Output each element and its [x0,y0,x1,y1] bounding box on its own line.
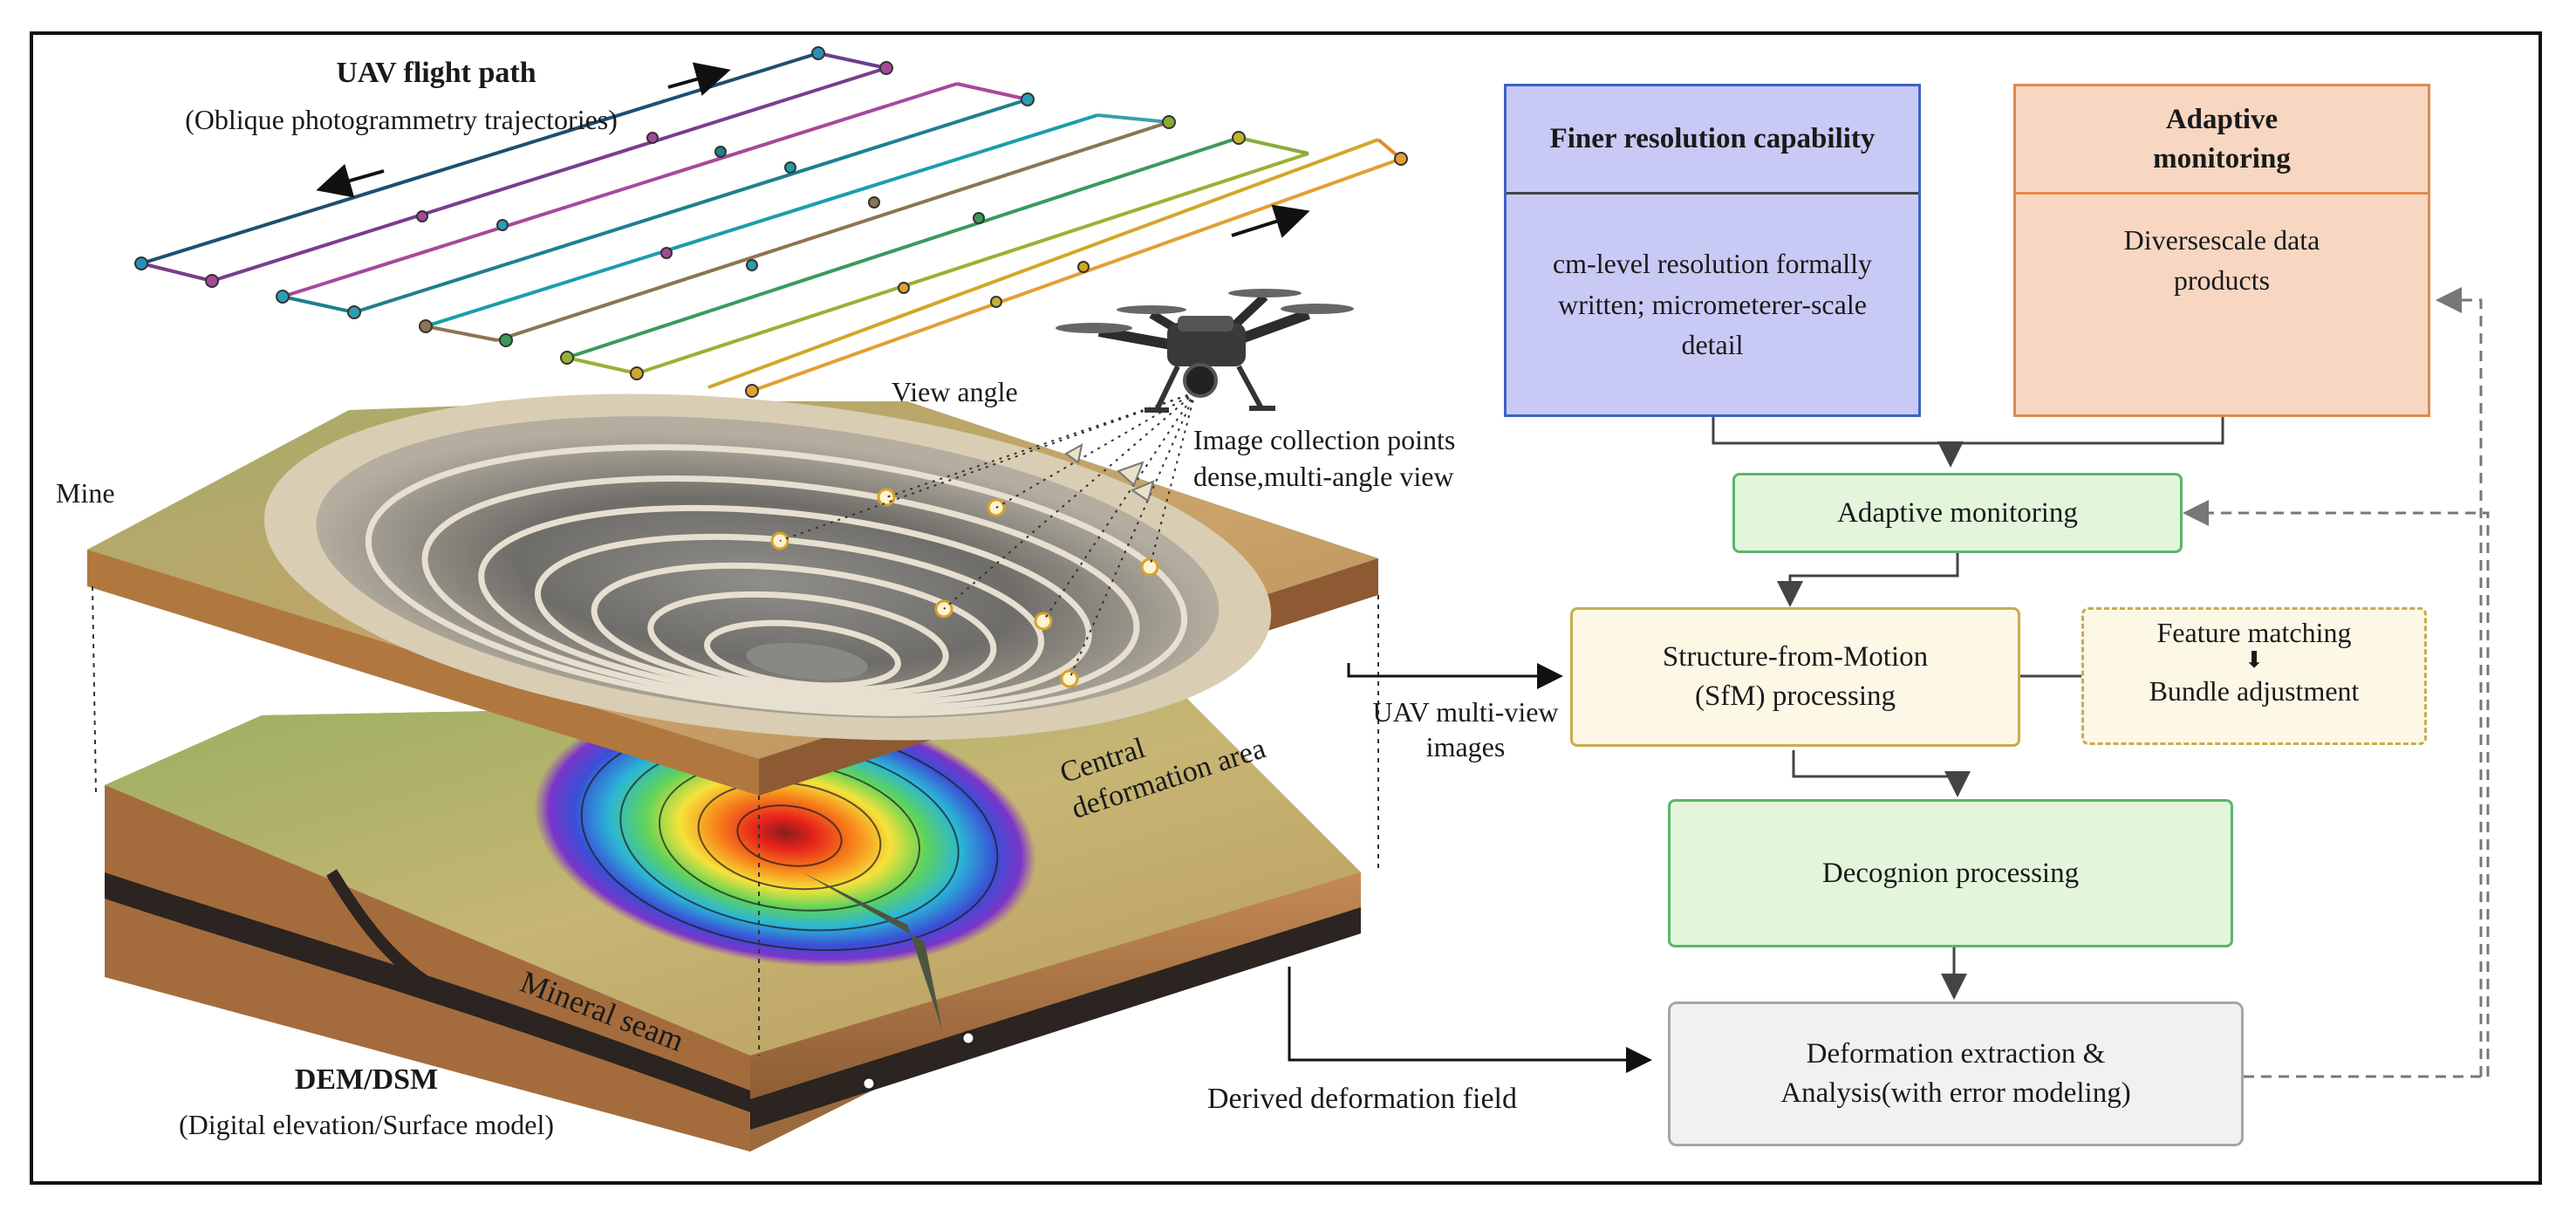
feature-bundle-box[interactable]: Feature matching ⬇ Bundle adjustment [2081,607,2427,745]
view-rays [779,392,1196,680]
finer-resolution-box[interactable]: Finer resolution capability cm-level res… [1504,84,1921,417]
adaptive-monitoring-top-header: Adaptive monitoring [2016,86,2428,195]
mine-block [87,393,1378,796]
sfm-processing-box[interactable]: Structure-from-Motion (SfM) processing [1570,607,2020,747]
adaptive-monitoring-box[interactable]: Adaptive monitoring [1732,473,2183,553]
flight-path-title: UAV flight path [336,57,536,89]
camera-cone-icon [1064,443,1155,503]
uav-images-label: UAV multi-view images [1372,696,1559,762]
dem-block [105,698,1361,1152]
deformation-extraction-box[interactable]: Deformation extraction & Analysis(with e… [1668,1002,2244,1146]
bundle-adjustment-label: Bundle adjustment [2149,675,2360,707]
decognion-processing-box[interactable]: Decognion processing [1668,799,2233,947]
input-arrow [1288,663,1652,1073]
adaptive-monitoring-top-box[interactable]: Adaptive monitoring Diversescale data pr… [2013,84,2430,417]
flight-path-subtitle: (Oblique photogrammetry trajectories) [185,104,618,135]
dem-title: DEM/DSM [294,1063,439,1096]
projection-lines [92,585,1379,1056]
flight-direction-arrows [316,62,1310,238]
figure-frame [30,31,2542,1185]
flight-path-waypoints [134,46,1408,398]
finer-resolution-body: cm-level resolution formally written; mi… [1552,248,1873,361]
feature-matching-label: Feature matching [2156,617,2352,648]
drone-icon [1056,289,1354,413]
mine-label: Mine [56,477,115,509]
image-collection-label: Image collection points dense,multi-angl… [1193,424,1456,492]
down-arrow-icon: ⬇ [2245,647,2264,673]
feedback-dashed-lines [2183,287,2490,1078]
derived-field-label: Derived deformation field [1207,1083,1517,1115]
flow-connectors [1712,417,2224,1000]
adaptive-monitoring-top-body: Diversescale data products [2123,223,2320,296]
finer-resolution-header: Finer resolution capability [1507,86,1918,195]
dem-subtitle: (Digital elevation/Surface model) [178,1109,555,1140]
view-angle-label: View angle [892,376,1018,407]
